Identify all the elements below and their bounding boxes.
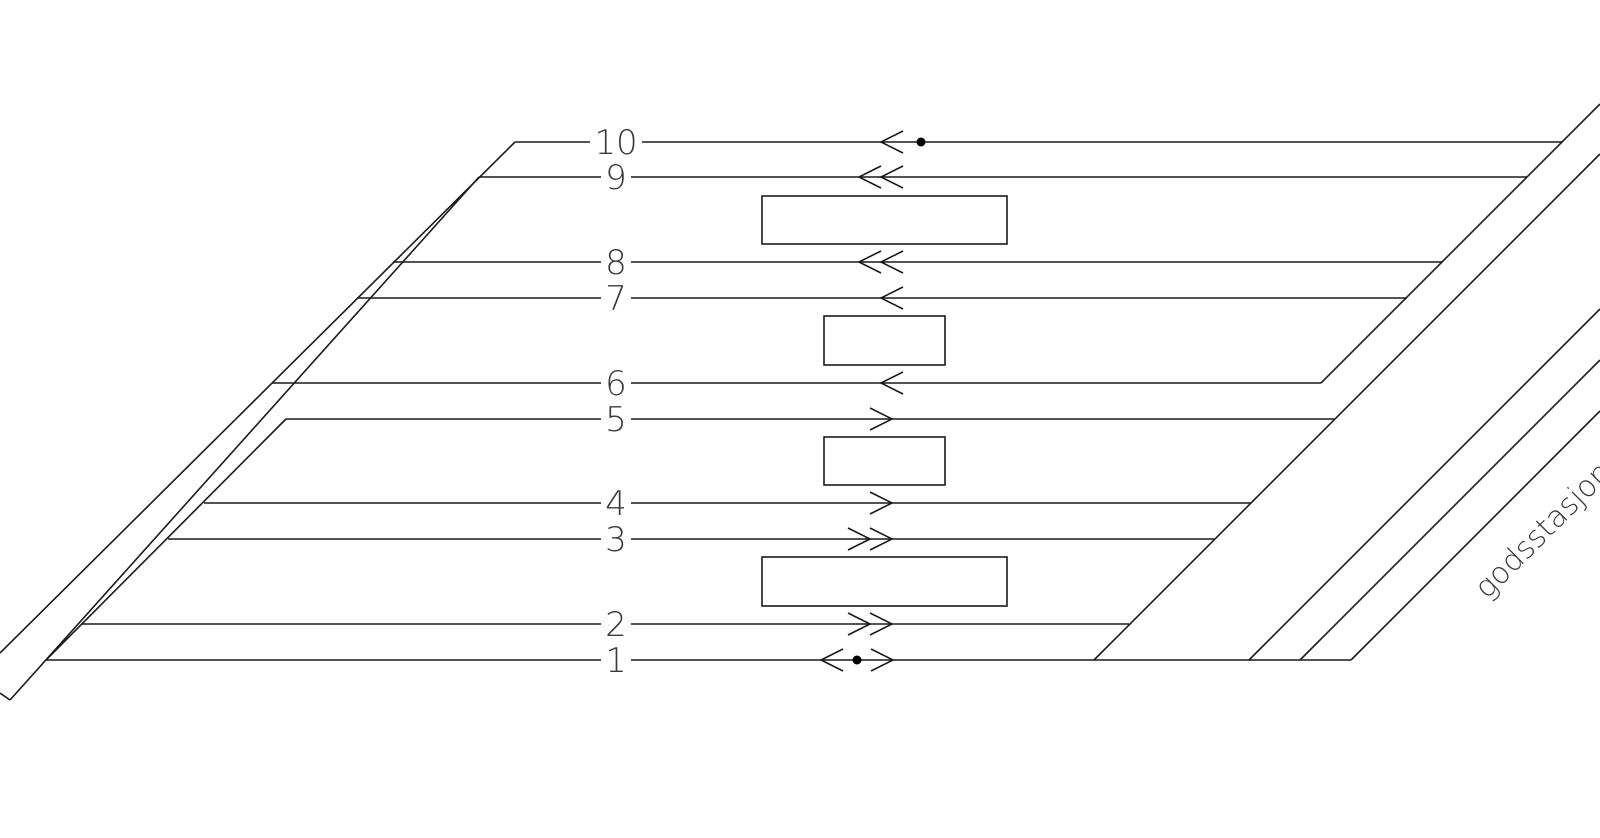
arrow-left-track-8 <box>857 250 882 274</box>
arrow-left-track-8 <box>879 250 904 274</box>
track-number-6: 6 <box>605 364 627 404</box>
track-number-4: 4 <box>605 484 627 524</box>
track-number-bg-7 <box>601 280 631 316</box>
track-number-9: 9 <box>605 158 627 198</box>
connecting-lines <box>0 103 1600 701</box>
platform-7-6 <box>823 315 946 366</box>
main-line-upper-right <box>1320 103 1600 384</box>
track-number-7: 7 <box>605 279 627 319</box>
track-number-2: 2 <box>605 605 627 645</box>
track-number-10: 10 <box>594 123 637 163</box>
loop-5-left-connector <box>45 418 287 661</box>
track-number-bg-2 <box>601 606 631 642</box>
track-number-bg-9 <box>601 159 631 195</box>
arrow-right-track-3 <box>847 527 872 551</box>
freight-track-c <box>1350 410 1600 661</box>
track-number-bg-5 <box>601 401 631 437</box>
freight-track-b <box>1299 359 1600 661</box>
arrow-right-track-1 <box>870 648 895 672</box>
track-number-bg-6 <box>601 365 631 401</box>
track-number-bg-4 <box>601 485 631 521</box>
arrow-left-track-9 <box>857 165 882 189</box>
track-number-bg-1 <box>601 642 631 678</box>
platform-9-8 <box>761 195 1008 245</box>
arrow-left-track-1 <box>819 648 844 672</box>
arrow-right-track-3 <box>869 527 894 551</box>
arrow-left-track-6 <box>879 371 904 395</box>
direction-markers <box>819 130 926 672</box>
main-line-upper-left <box>0 141 516 654</box>
arrow-right-track-5 <box>869 407 894 431</box>
freight-track-a <box>1248 308 1600 661</box>
track-number-3: 3 <box>605 520 627 560</box>
arrow-left-track-9 <box>879 165 904 189</box>
arrow-right-track-4 <box>869 491 894 515</box>
platforms <box>761 195 1008 607</box>
track-number-1: 1 <box>605 641 627 681</box>
main-line-lower-left <box>9 176 480 701</box>
arrow-left-track-10 <box>879 130 904 154</box>
arrow-right-track-2 <box>869 612 894 636</box>
track-numbers: 109 87 65 43 21 <box>590 123 642 681</box>
signal-dot-track-10 <box>916 137 926 147</box>
main-line-lower-right <box>1093 153 1600 661</box>
signal-dot-track-1 <box>852 655 862 665</box>
platform-3-2 <box>761 556 1008 607</box>
platform-5-4 <box>823 436 946 486</box>
arrow-right-track-2 <box>847 612 872 636</box>
track-number-8: 8 <box>605 243 627 283</box>
track-number-bg-10 <box>590 124 642 160</box>
arrow-left-track-7 <box>879 286 904 310</box>
track-number-bg-3 <box>601 521 631 557</box>
left-stub <box>0 692 11 701</box>
track-number-bg-8 <box>601 244 631 280</box>
track-number-5: 5 <box>605 400 627 440</box>
